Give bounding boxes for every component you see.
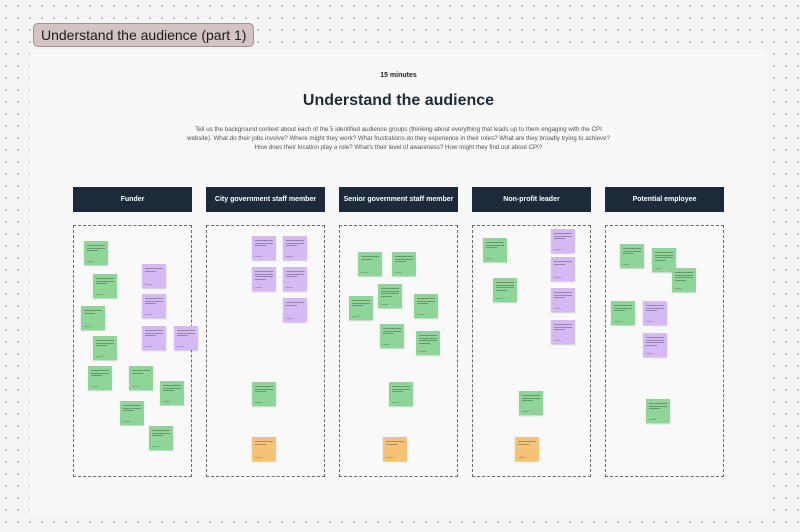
sticky-note[interactable] bbox=[515, 437, 539, 461]
sticky-note[interactable] bbox=[93, 274, 117, 298]
sticky-note[interactable] bbox=[551, 257, 575, 281]
sticky-note[interactable] bbox=[349, 296, 373, 320]
sticky-note[interactable] bbox=[252, 267, 276, 291]
sticky-note[interactable] bbox=[493, 278, 517, 302]
sticky-note[interactable] bbox=[643, 301, 667, 325]
sticky-note[interactable] bbox=[611, 301, 635, 325]
sticky-note[interactable] bbox=[93, 336, 117, 360]
column-header-city-government[interactable]: City government staff member bbox=[206, 187, 325, 212]
board-frame: 15 minutes Understand the audience Tell … bbox=[30, 50, 767, 516]
sticky-note[interactable] bbox=[84, 241, 108, 265]
column-zone-non-profit-leader[interactable] bbox=[472, 225, 591, 477]
sticky-note[interactable] bbox=[414, 294, 438, 318]
duration-label: 15 minutes bbox=[380, 72, 417, 79]
sticky-note[interactable] bbox=[643, 333, 667, 357]
sticky-note[interactable] bbox=[252, 437, 276, 461]
sticky-note[interactable] bbox=[252, 382, 276, 406]
sticky-note[interactable] bbox=[620, 244, 644, 268]
sticky-note[interactable] bbox=[652, 248, 676, 272]
frame-label[interactable]: Understand the audience (part 1) bbox=[33, 23, 255, 47]
column-zone-senior-government[interactable] bbox=[339, 225, 458, 477]
sticky-note[interactable] bbox=[88, 366, 112, 390]
sticky-note[interactable] bbox=[283, 267, 307, 291]
sticky-note[interactable] bbox=[389, 382, 413, 406]
column-header-funder[interactable]: Funder bbox=[73, 187, 192, 212]
sticky-note[interactable] bbox=[129, 366, 153, 390]
sticky-note[interactable] bbox=[672, 268, 696, 292]
column-header-potential-employee[interactable]: Potential employee bbox=[605, 187, 724, 212]
sticky-note[interactable] bbox=[551, 320, 575, 344]
sticky-note[interactable] bbox=[380, 324, 404, 348]
sticky-note[interactable] bbox=[149, 426, 173, 450]
column-zone-funder[interactable] bbox=[73, 225, 198, 477]
column-zone-city-government[interactable] bbox=[206, 225, 325, 477]
board-description: Tell us the background context about eac… bbox=[186, 126, 611, 152]
sticky-note[interactable] bbox=[392, 252, 416, 276]
sticky-note[interactable] bbox=[81, 306, 105, 330]
sticky-note[interactable] bbox=[551, 229, 575, 253]
sticky-note[interactable] bbox=[252, 236, 276, 260]
column-header-senior-government[interactable]: Senior government staff member bbox=[339, 187, 458, 212]
sticky-note[interactable] bbox=[283, 236, 307, 260]
sticky-note[interactable] bbox=[120, 401, 144, 425]
column-header-non-profit-leader[interactable]: Non-profit leader bbox=[472, 187, 591, 212]
sticky-note[interactable] bbox=[383, 437, 407, 461]
sticky-note[interactable] bbox=[283, 298, 307, 322]
column-zone-potential-employee[interactable] bbox=[605, 225, 724, 477]
sticky-note[interactable] bbox=[646, 399, 670, 423]
sticky-note[interactable] bbox=[142, 326, 166, 350]
sticky-note[interactable] bbox=[378, 284, 402, 308]
sticky-note[interactable] bbox=[519, 391, 543, 415]
sticky-note[interactable] bbox=[160, 381, 184, 405]
sticky-note[interactable] bbox=[416, 331, 440, 355]
sticky-note[interactable] bbox=[142, 264, 166, 288]
sticky-note[interactable] bbox=[174, 326, 198, 350]
sticky-note[interactable] bbox=[142, 294, 166, 318]
sticky-note[interactable] bbox=[551, 288, 575, 312]
board-title: Understand the audience bbox=[302, 92, 495, 109]
sticky-note[interactable] bbox=[358, 252, 382, 276]
sticky-note[interactable] bbox=[483, 238, 507, 262]
